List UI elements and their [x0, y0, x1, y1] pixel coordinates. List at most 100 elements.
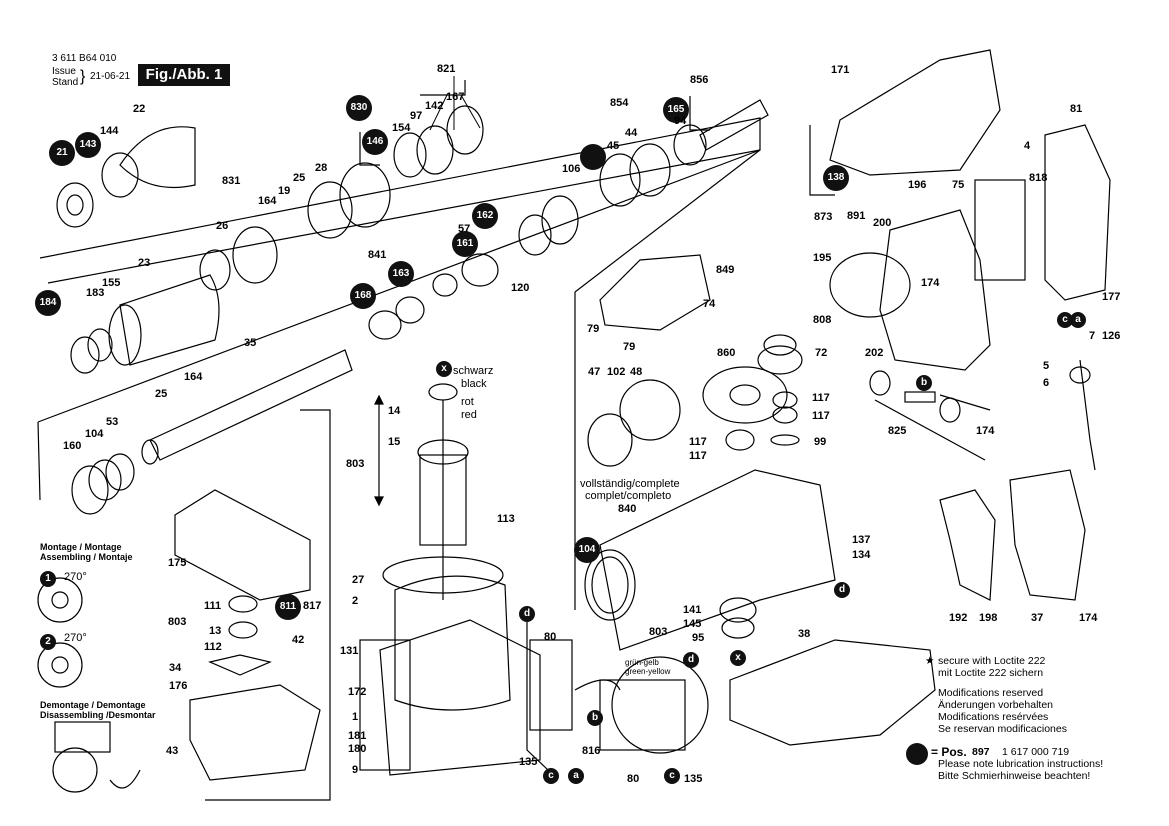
lubrication-point-marker [580, 144, 606, 170]
stand-label: Stand [52, 77, 79, 88]
part-label-160: 160 [63, 440, 82, 452]
wire-red-en: red [461, 409, 477, 421]
part-label-849: 849 [716, 264, 735, 276]
part-label-99: 99 [814, 436, 827, 448]
part-label-13: 13 [209, 625, 222, 637]
part-label-145: 145 [683, 618, 702, 630]
callout-138: 138 [823, 165, 849, 191]
callout-811: 811 [275, 594, 301, 620]
assembly-angle-1: 270° [64, 571, 87, 583]
callout-184: 184 [35, 290, 61, 316]
part-label-48: 48 [630, 366, 643, 378]
step-marker-2: 2 [40, 634, 56, 650]
document-number: 3 611 B64 010 [52, 53, 117, 64]
marker-a-left: a [568, 768, 584, 784]
part-label-7: 7 [1089, 330, 1096, 342]
marker-a-cable: a [1070, 312, 1086, 328]
marker-b-switch: b [587, 710, 603, 726]
step-marker-1: 1 [40, 571, 56, 587]
wire-green-yellow-en: green-yellow [625, 667, 671, 676]
part-label-6: 6 [1043, 377, 1050, 389]
part-label-79-b: 79 [623, 341, 636, 353]
marker-c-right: c [664, 768, 680, 784]
marker-d-ground: d [683, 652, 699, 668]
callout-21: 21 [49, 140, 75, 166]
part-label-141: 141 [683, 604, 702, 616]
part-label-171: 171 [831, 64, 850, 76]
part-label-102: 102 [607, 366, 626, 378]
part-label-854: 854 [610, 97, 629, 109]
part-label-180: 180 [348, 743, 367, 755]
part-label-80-connector: 80 [627, 773, 640, 785]
part-label-840: 840 [618, 503, 637, 515]
callout-143: 143 [75, 132, 101, 158]
part-label-117-a: 117 [812, 392, 830, 404]
marker-x-bottom: x [730, 650, 746, 666]
part-label-37: 37 [1031, 612, 1044, 624]
pos-part-number: 1 617 000 719 [1002, 746, 1070, 758]
part-label-825: 825 [888, 425, 907, 437]
part-label-97: 97 [410, 110, 423, 122]
part-label-860: 860 [717, 347, 736, 359]
part-label-818: 818 [1029, 172, 1048, 184]
part-label-821: 821 [437, 63, 456, 75]
part-label-144: 144 [100, 125, 119, 137]
part-label-57: 57 [458, 223, 471, 235]
part-label-111: 111 [204, 600, 222, 612]
part-label-27: 27 [352, 574, 365, 586]
part-label-45: 45 [607, 140, 620, 152]
part-label-112: 112 [204, 641, 222, 653]
assembling-title-line2: Assembling / Montaje [40, 552, 133, 562]
part-label-155: 155 [102, 277, 121, 289]
callout-165: 165 [663, 97, 689, 123]
modifications-line2: Änderungen vorbehalten [938, 699, 1054, 711]
part-label-135-left: 135 [519, 756, 538, 768]
part-label-174-upper: 174 [921, 277, 940, 289]
part-label-198: 198 [979, 612, 998, 624]
part-label-192: 192 [949, 612, 968, 624]
part-label-25-lower: 25 [155, 388, 168, 400]
lube-note-line1: Please note lubrication instructions! [938, 758, 1104, 770]
callout-163: 163 [388, 261, 414, 287]
part-label-35: 35 [244, 337, 257, 349]
part-label-196: 196 [908, 179, 927, 191]
marker-b-handle: b [916, 375, 932, 391]
part-label-803-brush: 803 [168, 616, 187, 628]
modifications-line4: Se reservan modificaciones [938, 723, 1067, 735]
wire-black-de: schwarz [453, 365, 494, 377]
part-label-142: 142 [425, 100, 444, 112]
part-label-816: 816 [582, 745, 601, 757]
pos-number: 897 [972, 746, 990, 758]
part-label-1: 1 [352, 711, 359, 723]
part-label-195: 195 [813, 252, 832, 264]
part-label-137: 137 [852, 534, 871, 546]
part-label-164-lower: 164 [184, 371, 203, 383]
marker-d-gear: d [834, 582, 850, 598]
part-label-79-a: 79 [587, 323, 600, 335]
part-label-131: 131 [340, 645, 359, 657]
callout-830: 830 [346, 95, 372, 121]
part-label-873: 873 [814, 211, 833, 223]
marker-x-top: x [436, 361, 452, 377]
marker-c-left: c [543, 768, 559, 784]
issue-label: Issue [52, 66, 76, 77]
part-label-117-d: 117 [689, 450, 707, 462]
part-label-174-middle: 174 [976, 425, 995, 437]
part-label-15: 15 [388, 436, 401, 448]
disassembling-title-line2: Disassembling /Desmontar [40, 710, 156, 720]
part-label-53: 53 [106, 416, 119, 428]
part-label-164: 164 [258, 195, 277, 207]
part-label-181: 181 [348, 730, 367, 742]
part-label-803-armature: 803 [346, 458, 365, 470]
modifications-line1: Modifications reserved [938, 687, 1044, 699]
part-label-81: 81 [1070, 103, 1083, 115]
part-label-126: 126 [1102, 330, 1121, 342]
part-label-38: 38 [798, 628, 811, 640]
part-label-75: 75 [952, 179, 965, 191]
callout-161: 161 [452, 231, 478, 257]
figure-label: Fig./Abb. 1 [138, 64, 230, 86]
part-label-174-lower: 174 [1079, 612, 1098, 624]
part-label-22: 22 [133, 103, 146, 115]
part-label-5: 5 [1043, 360, 1050, 372]
